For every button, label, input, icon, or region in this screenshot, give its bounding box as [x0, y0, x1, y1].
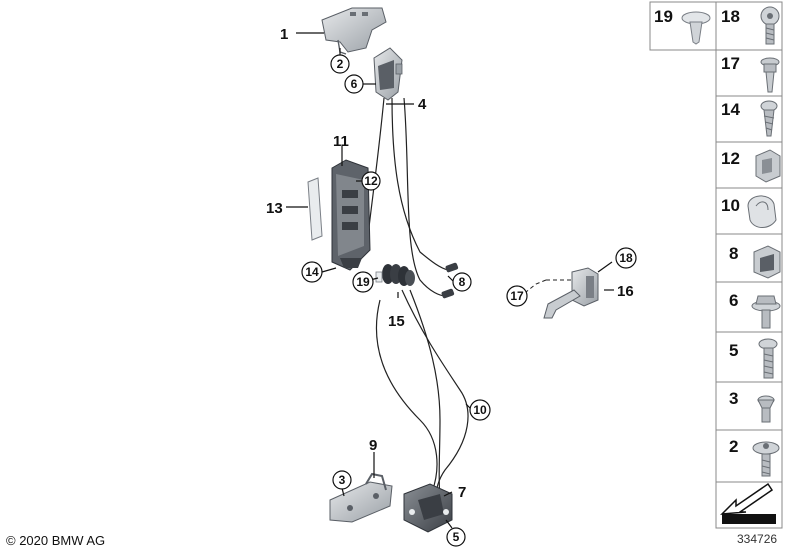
callout-6: 6 [351, 77, 358, 91]
part-11-lock-block [331, 159, 371, 271]
callout-16: 16 [617, 283, 634, 300]
callout-10-circle [469, 399, 491, 421]
sidebar-label-8: 8 [729, 244, 738, 263]
callout-19-circle [352, 271, 374, 293]
callout-10: 10 [473, 403, 487, 417]
callout-4: 4 [418, 96, 427, 113]
parts-sidebar: 19 18 17 14 12 10 8 6 5 3 2 [649, 1, 783, 529]
callout-3-circle [332, 470, 352, 490]
part-6-release-unit [373, 47, 403, 101]
callout-15: 15 [388, 313, 405, 330]
sidebar-label-18: 18 [721, 7, 740, 26]
self-tapping-screw-icon [760, 100, 778, 137]
clip-nut-icon [755, 149, 781, 183]
part-9-striker-bracket [329, 472, 393, 523]
callout-12: 12 [364, 174, 378, 188]
sidebar-label-19: 19 [654, 7, 673, 26]
callout-13: 13 [266, 200, 283, 217]
callout-8-circle [452, 272, 472, 292]
leader-lines [286, 32, 614, 529]
sidebar-label-12: 12 [721, 149, 740, 168]
cable-clip-icon [747, 195, 777, 228]
sidebar-cell-19[interactable] [649, 1, 717, 51]
torx-screw-icon [758, 338, 778, 379]
sidebar-label-17: 17 [721, 54, 740, 73]
diagram-number: 334726 [737, 532, 778, 546]
callout-17-circle [506, 285, 528, 307]
part-13-cover-plate [307, 177, 323, 241]
callout-18: 18 [619, 251, 633, 265]
arrow-icon [720, 482, 776, 524]
push-rivet-icon [681, 11, 711, 45]
callout-7: 7 [458, 484, 466, 501]
callout-12-circle [361, 171, 381, 191]
callout-9: 9 [369, 437, 377, 454]
part-1-handle [321, 7, 387, 55]
part-16-bracket [525, 267, 599, 319]
sidebar-label-2: 2 [729, 437, 738, 456]
callout-11: 11 [333, 133, 349, 150]
expanding-nut-icon [753, 245, 781, 279]
callout-2-circle [330, 54, 350, 74]
part-8-cable-ends [441, 262, 459, 299]
callout-3: 3 [339, 473, 346, 487]
countersunk-screw-icon [757, 395, 775, 423]
hex-bolt-washer-icon [751, 295, 781, 329]
sidebar-label-14: 14 [721, 100, 740, 119]
sidebar-label-6: 6 [729, 291, 738, 310]
callout-14-circle [301, 261, 323, 283]
sidebar-cell-3[interactable] [715, 381, 783, 431]
sidebar-label-10: 10 [721, 196, 740, 215]
bowden-cables [363, 97, 469, 497]
flange-bolt-icon [752, 441, 780, 477]
callout-1: 1 [280, 26, 288, 43]
callout-19: 19 [356, 275, 370, 289]
sidebar-label-3: 3 [729, 389, 738, 408]
flange-screw-icon [760, 57, 780, 93]
callout-8: 8 [459, 275, 466, 289]
callout-5: 5 [453, 530, 460, 544]
torx-bolt-icon [760, 6, 780, 45]
callout-14: 14 [305, 265, 319, 279]
callout-17: 17 [510, 289, 524, 303]
callout-labels: 1 2 6 4 11 12 13 14 19 8 15 10 9 3 7 5 1… [266, 26, 637, 547]
sidebar-label-5: 5 [729, 341, 738, 360]
callout-2: 2 [337, 57, 344, 71]
callout-18-circle [615, 247, 637, 269]
part-7-lower-latch [403, 483, 453, 533]
part-15-grommet [382, 264, 415, 286]
callout-5-circle [446, 527, 466, 547]
copyright-text: © 2020 BMW AG [6, 533, 106, 548]
part-19-clip-small [375, 271, 383, 283]
sidebar-cell-2[interactable] [715, 429, 783, 483]
callout-6-circle [344, 74, 364, 94]
